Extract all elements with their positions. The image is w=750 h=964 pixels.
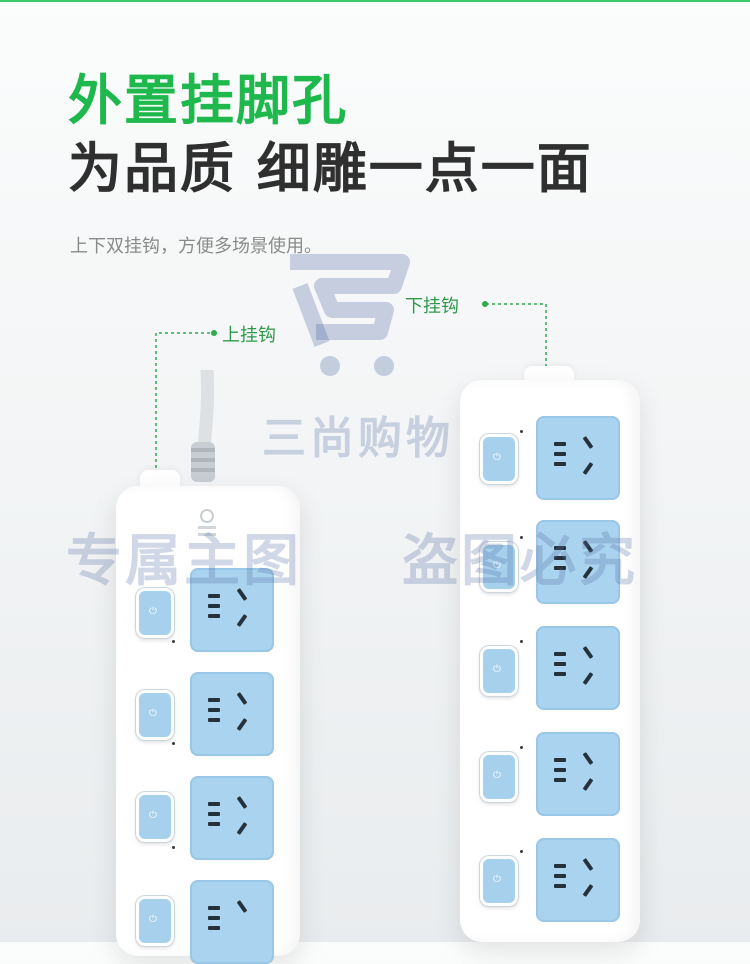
outlet-4 bbox=[190, 880, 274, 964]
brand-logo bbox=[198, 509, 216, 536]
upper-hook-leader-line bbox=[155, 332, 216, 471]
indicator-led bbox=[520, 746, 523, 749]
cart-logo-watermark bbox=[290, 254, 410, 376]
top-accent-line bbox=[0, 0, 750, 2]
upper-hook bbox=[140, 470, 180, 490]
socket-switch-4[interactable]: ⏻ bbox=[136, 896, 174, 946]
outlet-4 bbox=[536, 732, 620, 816]
anti-theft-watermark: 盗图必究 bbox=[402, 529, 638, 594]
socket-switch-3[interactable]: ⏻ bbox=[136, 792, 174, 842]
lower-hook-label: 下挂钩 bbox=[405, 296, 459, 317]
power-icon: ⏻ bbox=[493, 664, 501, 675]
indicator-led bbox=[520, 640, 523, 643]
indicator-led bbox=[520, 430, 523, 433]
outlet-1 bbox=[190, 568, 274, 652]
power-icon: ⏻ bbox=[493, 452, 501, 463]
socket-switch-3[interactable]: ⏻ bbox=[480, 646, 518, 696]
power-icon: ⏻ bbox=[493, 560, 501, 571]
socket-switch-1[interactable]: ⏻ bbox=[136, 588, 174, 638]
outlet-3 bbox=[190, 776, 274, 860]
power-cable bbox=[191, 370, 215, 482]
socket-switch-2[interactable]: ⏻ bbox=[136, 690, 174, 740]
socket-switch-1[interactable]: ⏻ bbox=[480, 434, 518, 484]
brand-watermark: 三尚购物 bbox=[262, 413, 454, 464]
power-icon: ⏻ bbox=[149, 606, 157, 617]
indicator-led bbox=[520, 850, 523, 853]
indicator-led bbox=[172, 846, 175, 849]
power-icon: ⏻ bbox=[149, 708, 157, 719]
indicator-led bbox=[172, 742, 175, 745]
outlet-2 bbox=[536, 520, 620, 604]
socket-switch-5[interactable]: ⏻ bbox=[480, 856, 518, 906]
power-icon: ⏻ bbox=[493, 770, 501, 781]
upper-hook-dot bbox=[211, 330, 217, 336]
socket-switch-4[interactable]: ⏻ bbox=[480, 752, 518, 802]
lower-hook-leader-line bbox=[486, 303, 547, 378]
exclusive-watermark: 专属主图 bbox=[66, 529, 302, 594]
power-icon: ⏻ bbox=[493, 874, 501, 885]
power-icon: ⏻ bbox=[149, 810, 157, 821]
subheadline: 为品质 细雕一点一面 bbox=[68, 137, 593, 200]
power-icon: ⏻ bbox=[149, 914, 157, 925]
lower-hook-dot bbox=[482, 301, 488, 307]
outlet-3 bbox=[536, 626, 620, 710]
description: 上下双挂钩，方便多场景使用。 bbox=[70, 236, 322, 257]
headline: 外置挂脚孔 bbox=[68, 69, 348, 132]
upper-hook-label: 上挂钩 bbox=[222, 325, 276, 346]
outlet-1 bbox=[536, 416, 620, 500]
right-power-strip: ⏻ ⏻ ⏻ ⏻ ⏻ bbox=[460, 380, 640, 942]
socket-switch-2[interactable]: ⏻ bbox=[480, 542, 518, 592]
left-power-strip: ⏻ ⏻ ⏻ ⏻ bbox=[116, 486, 300, 964]
indicator-led bbox=[172, 640, 175, 643]
indicator-led bbox=[520, 536, 523, 539]
outlet-5 bbox=[536, 838, 620, 922]
outlet-2 bbox=[190, 672, 274, 756]
